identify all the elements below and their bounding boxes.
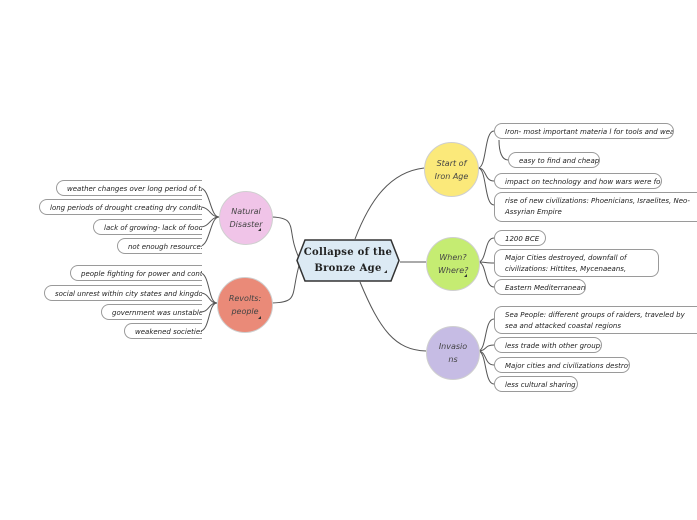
topic-revolts[interactable]: Revolts: people xyxy=(217,277,273,333)
topic-natural-disaster[interactable]: Natural Disaster xyxy=(219,191,273,245)
leaf-weather-changes[interactable]: weather changes over long period of time xyxy=(56,180,202,196)
leaf-fighting-for-power[interactable]: people fighting for power and control xyxy=(70,265,202,281)
topic-start-of-iron-age-label: Start of Iron Age xyxy=(434,158,469,181)
leaf-weakened-societies[interactable]: weakened societies xyxy=(124,323,202,339)
topic-revolts-label: Revolts: people xyxy=(228,294,262,316)
expand-marker-icon[interactable] xyxy=(258,228,261,231)
topic-when-where-label: When? Where? xyxy=(438,253,469,275)
leaf-easy-to-find[interactable]: easy to find and cheap xyxy=(508,152,600,168)
topic-when-where[interactable]: When? Where? xyxy=(426,237,480,291)
topic-start-of-iron-age[interactable]: Start of Iron Age xyxy=(424,142,479,197)
topic-invasions[interactable]: Invasions xyxy=(426,326,480,380)
expand-marker-icon[interactable] xyxy=(464,274,467,277)
leaf-iron-material[interactable]: Iron- most important materia l for tools… xyxy=(494,123,674,139)
leaf-lack-of-food[interactable]: lack of growing- lack of food xyxy=(93,219,202,235)
leaf-government-unstable[interactable]: government was unstable xyxy=(101,304,202,320)
leaf-not-enough-resources[interactable]: not enough resources xyxy=(117,238,202,254)
leaf-less-trade[interactable]: less trade with other groups xyxy=(494,337,602,353)
expand-marker-icon[interactable] xyxy=(258,316,261,319)
leaf-major-cities-destroyed[interactable]: Major Cities destroyed, downfall of civi… xyxy=(494,249,659,277)
topic-natural-disaster-label: Natural Disaster xyxy=(229,207,263,229)
leaf-eastern-mediterranean[interactable]: Eastern Mediterranean xyxy=(494,279,586,295)
leaf-major-cities-civilizations-destroyed[interactable]: Major cities and civilizations destroyed xyxy=(494,357,630,373)
leaf-impact-on-technology[interactable]: impact on technology and how wars were f… xyxy=(494,173,662,189)
leaf-1200-bce[interactable]: 1200 BCE xyxy=(494,230,546,246)
central-topic[interactable]: Collapse of the Bronze Age xyxy=(296,239,400,282)
expand-marker-icon[interactable] xyxy=(384,270,387,273)
leaf-sea-people[interactable]: Sea People: different groups of raiders,… xyxy=(494,306,697,334)
leaf-less-cultural-sharing[interactable]: less cultural sharing xyxy=(494,376,578,392)
central-topic-shape xyxy=(296,239,400,282)
central-topic-title: Collapse of the Bronze Age xyxy=(303,247,393,274)
topic-invasions-label: Invasions xyxy=(438,342,468,364)
leaf-new-civilizations[interactable]: rise of new civilizations: Phoenicians, … xyxy=(494,192,697,222)
leaf-social-unrest[interactable]: social unrest within city states and kin… xyxy=(44,285,202,301)
leaf-long-drought[interactable]: long periods of drought creating dry con… xyxy=(39,199,202,215)
